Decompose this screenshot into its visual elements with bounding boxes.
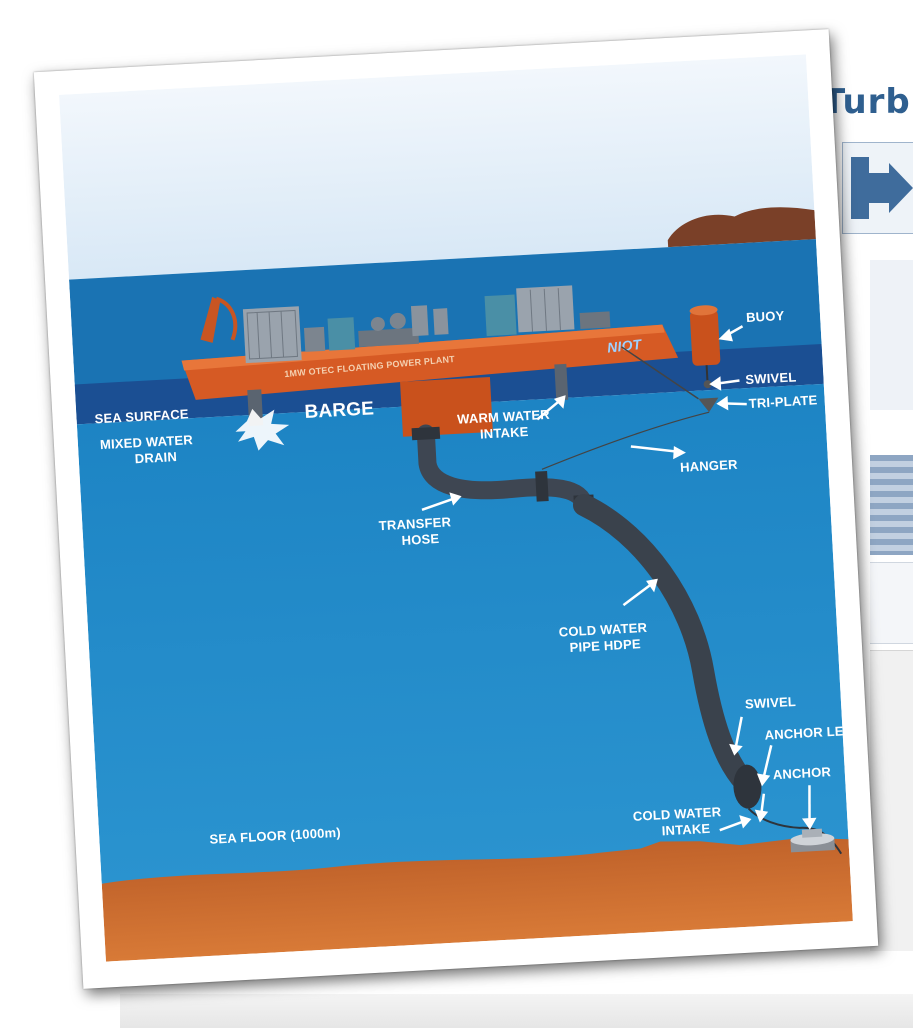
pipe-system [411,424,843,855]
barge-keel [400,376,493,437]
label-anchor: ANCHOR [772,764,831,782]
slide-title-fragment: Turb [822,82,911,122]
label-buoy: BUOY [746,308,785,325]
callout-arrows [421,325,817,832]
warm-intake-leg [554,363,569,401]
label-sea-surface: SEA SURFACE [94,406,189,426]
transfer-hose [416,424,593,515]
label-intake: INTAKE [661,821,710,839]
label-hanger: HANGER [680,457,739,475]
anchor [790,828,835,853]
swivel-bottom-shape [733,764,762,809]
cold-water-pipe [572,494,757,794]
mooring-line [621,346,699,400]
buoy [689,305,721,413]
buoy-body [689,309,721,366]
label-warm-water: WARM WATER [457,407,551,427]
label-cold-water-pipe: COLD WATER [558,620,648,640]
label-drain: DRAIN [134,449,177,466]
sky [59,54,816,280]
slide-panel [870,260,913,410]
label-anchor-leg: ANCHOR LEG [764,723,853,743]
distant-island [667,207,816,248]
slide-image-strip [870,455,913,555]
label-mixed-water: MIXED WATER [100,432,194,452]
slide-row [870,562,913,644]
label-hose: HOSE [401,531,440,548]
slide-panel-lower [870,650,913,951]
label-swivel-top: SWIVEL [745,369,797,387]
label-transfer: TRANSFER [378,514,451,533]
label-tri-plate: TRI-PLATE [748,392,818,411]
otec-diagram: 1MW OTEC FLOATING POWER PLANT NIOT [59,54,853,962]
barge: 1MW OTEC FLOATING POWER PLANT NIOT [181,285,679,437]
label-pipe-hdpe: PIPE HDPE [569,636,641,655]
seabed [101,837,853,962]
hanger-line [541,411,710,470]
turbine-icon [842,142,913,234]
splash [235,408,290,451]
barge-hull [181,324,679,400]
label-warm-intake: INTAKE [480,424,529,442]
label-swivel-bottom: SWIVEL [745,694,797,712]
diagram-photo-card: 1MW OTEC FLOATING POWER PLANT NIOT [33,29,879,989]
deep-sea [76,383,849,884]
label-barge: BARGE [304,398,375,423]
page-shadow [120,994,913,1028]
label-sea-floor: SEA FLOOR (1000m) [209,825,341,847]
tri-plate-shape [698,397,719,413]
crane [200,296,221,343]
label-cold-water-intake: COLD WATER [632,804,722,824]
swivel-top-shape [703,380,712,389]
niot-logo: NIOT [606,336,643,356]
